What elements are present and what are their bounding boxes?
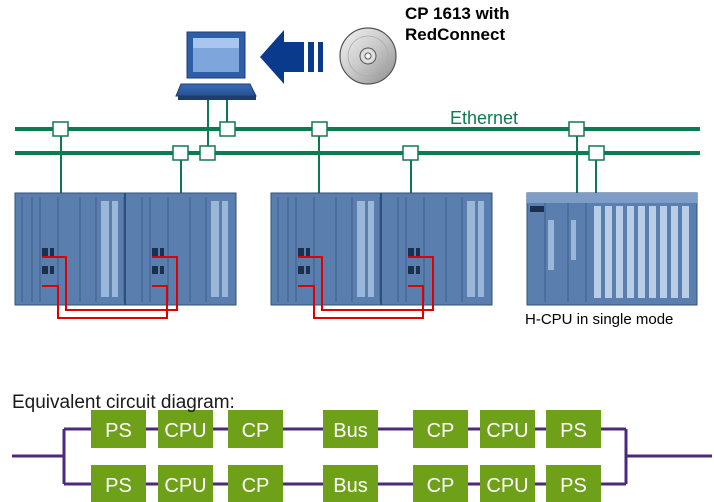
circuit-block-cpu: CPU bbox=[158, 465, 213, 502]
bus-connector bbox=[219, 121, 236, 137]
bus-connector bbox=[199, 145, 216, 161]
circuit-block-cp: CP bbox=[413, 465, 468, 502]
block-label: Bus bbox=[333, 420, 367, 442]
h-cpu-single-rack bbox=[526, 192, 698, 306]
block-label: CP bbox=[427, 420, 455, 442]
circuit-block-bus: Bus bbox=[323, 410, 378, 448]
sync-cables-1 bbox=[42, 256, 178, 319]
bus-connector bbox=[568, 121, 585, 137]
bus-connector bbox=[311, 121, 328, 137]
block-label: CPU bbox=[486, 420, 528, 442]
block-label: CPU bbox=[486, 475, 528, 497]
cd-disc-icon bbox=[339, 27, 397, 85]
block-label: CPU bbox=[164, 475, 206, 497]
install-arrow-icon bbox=[260, 30, 323, 84]
circuit-block-cp: CP bbox=[413, 410, 468, 448]
block-label: CP bbox=[427, 475, 455, 497]
bus-connector bbox=[52, 121, 69, 137]
block-label: PS bbox=[560, 420, 587, 442]
software-label-line1: CP 1613 with bbox=[405, 4, 510, 23]
circuit-block-cpu: CPU bbox=[480, 465, 535, 502]
block-label: CP bbox=[242, 475, 270, 497]
bus-connectors bbox=[52, 121, 605, 161]
circuit-row-1: PS CPU CP Bus CP CPU PS bbox=[91, 410, 601, 448]
circuit-block-cpu: CPU bbox=[158, 410, 213, 448]
h-system-2 bbox=[270, 192, 493, 306]
circuit-row-2: PS CPU CP Bus CP CPU PS bbox=[91, 465, 601, 502]
block-label: Bus bbox=[333, 475, 367, 497]
ethernet-label: Ethernet bbox=[450, 108, 518, 128]
block-label: PS bbox=[105, 420, 132, 442]
h-system-1 bbox=[14, 192, 237, 306]
h-cpu-label: H-CPU in single mode bbox=[525, 311, 673, 328]
block-label: PS bbox=[105, 475, 132, 497]
circuit-block-ps: PS bbox=[91, 410, 146, 448]
workstation-pc-icon bbox=[175, 31, 257, 100]
circuit-diagram-title: Equivalent circuit diagram: bbox=[12, 392, 235, 413]
bus-connector bbox=[588, 145, 605, 161]
circuit-block-cpu: CPU bbox=[480, 410, 535, 448]
software-label-line2: RedConnect bbox=[405, 25, 505, 44]
circuit-block-bus: Bus bbox=[323, 465, 378, 502]
plc-drop-lines bbox=[60, 129, 597, 193]
block-label: CPU bbox=[164, 420, 206, 442]
circuit-block-cp: CP bbox=[228, 465, 283, 502]
block-label: PS bbox=[560, 475, 587, 497]
circuit-block-ps: PS bbox=[546, 410, 601, 448]
circuit-block-ps: PS bbox=[91, 465, 146, 502]
block-label: CP bbox=[242, 420, 270, 442]
sync-cables-2 bbox=[298, 256, 434, 319]
bus-connector bbox=[402, 145, 419, 161]
circuit-block-cp: CP bbox=[228, 410, 283, 448]
bus-connector bbox=[172, 145, 189, 161]
circuit-block-ps: PS bbox=[546, 465, 601, 502]
